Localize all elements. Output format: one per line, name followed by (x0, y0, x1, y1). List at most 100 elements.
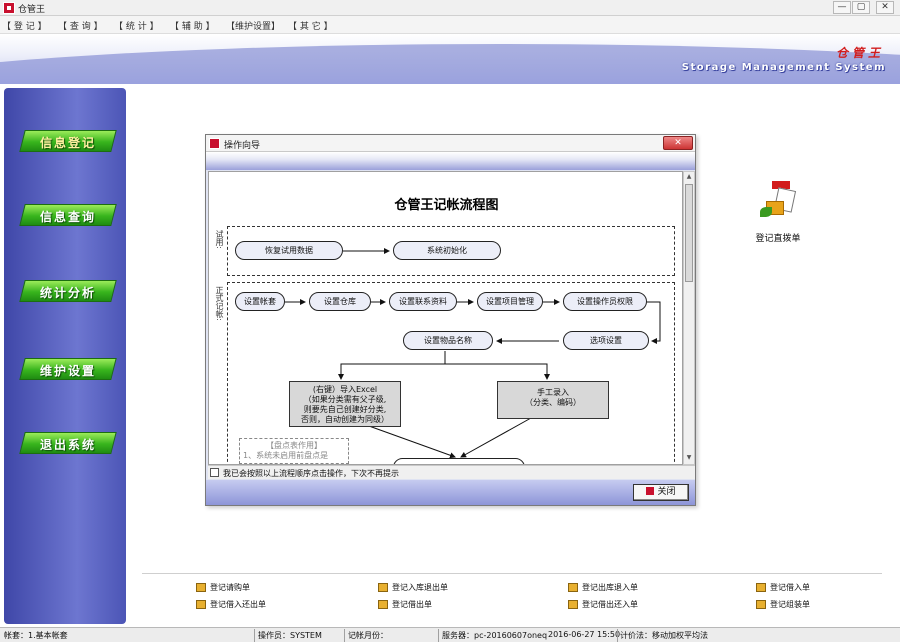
sidebar-item-statistics[interactable]: 统计分析 (19, 280, 117, 304)
quick-link-label: 登记入库退出单 (392, 583, 448, 592)
note-line: 【盘点表作用】 (266, 441, 322, 450)
brand-name-en: Storage Management System (681, 62, 886, 73)
form-icon (756, 600, 766, 609)
node-set-contacts[interactable]: 设置联系资料 (389, 292, 457, 311)
quick-link-label: 登记组装单 (770, 600, 810, 609)
dont-show-again-checkbox[interactable] (210, 468, 219, 477)
window-title: 仓管王 (18, 5, 46, 15)
connector-arrow (338, 351, 446, 380)
scroll-up-icon[interactable]: ▲ (686, 173, 692, 180)
status-operator: 操作员：SYSTEM (258, 631, 322, 640)
status-server: 服务器：pc-20160607oneq (442, 631, 548, 640)
node-restore-trial[interactable]: 恢复试用数据 (235, 241, 343, 260)
red-tag-shape (772, 181, 790, 189)
quick-link-label: 登记借入还出单 (210, 600, 266, 609)
direct-allocation-icon (758, 181, 798, 223)
form-icon (378, 583, 388, 592)
node-next-partial (393, 458, 525, 464)
note-line: 1、系统未启用前盘点是 (243, 451, 329, 460)
status-datetime: 2016-06-27 15:50 (548, 630, 621, 639)
menu-maintenance[interactable]: 【维护设置】 (226, 22, 281, 32)
connector-arrow (368, 425, 456, 459)
trial-section (227, 226, 675, 276)
menu-assist[interactable]: 【 辅 助 】 (170, 22, 215, 32)
title-bar: 仓管王 — ▢ ✕ (0, 0, 900, 16)
shortcut-label: 登记直拨单 (755, 234, 801, 244)
dialog-close-button[interactable]: 关闭 (633, 484, 689, 501)
quick-link-assembly[interactable]: 登记组装单 (756, 599, 810, 610)
sidebar-item-register[interactable]: 信息登记 (19, 130, 117, 154)
node-set-goods[interactable]: 设置物品名称 (403, 331, 493, 350)
form-icon (196, 583, 206, 592)
sidebar-item-label: 维护设置 (39, 364, 96, 378)
flowchart-title: 仓管王记帐流程图 (394, 198, 499, 213)
quick-link-inbound-return[interactable]: 登记入库退出单 (378, 582, 448, 593)
quick-link-purchase-request[interactable]: 登记请购单 (196, 582, 250, 593)
node-set-account[interactable]: 设置帐套 (235, 292, 285, 311)
status-account: 帐套：1.基本帐套 (4, 631, 68, 640)
quick-link-borrow-in-return[interactable]: 登记借入还出单 (196, 599, 266, 610)
close-button[interactable]: ✕ (876, 1, 894, 14)
doc-line: (右键）导入Excel (312, 385, 378, 394)
quick-link-lend-out[interactable]: 登记借出单 (378, 599, 432, 610)
status-period: 记帐月份： (348, 631, 388, 640)
doc-line: （分类、编码） (525, 398, 581, 407)
dialog-title: 操作向导 (224, 141, 261, 151)
scroll-thumb[interactable] (685, 184, 693, 282)
brand-name-cn: 仓管王 (835, 46, 884, 60)
node-set-warehouse[interactable]: 设置仓库 (309, 292, 371, 311)
sidebar-item-label: 退出系统 (39, 438, 96, 452)
menu-register[interactable]: 【 登 记 】 (2, 22, 47, 32)
status-separator (438, 629, 439, 642)
menu-other[interactable]: 【 其 它 】 (288, 22, 333, 32)
doc-manual-entry[interactable]: 手工录入 （分类、编码） (497, 381, 609, 419)
dialog-header-strip (206, 152, 695, 170)
node-set-permissions[interactable]: 设置操作员权限 (563, 292, 647, 311)
quick-link-label: 登记出库退入单 (582, 583, 638, 592)
quick-link-label: 登记借入单 (770, 583, 810, 592)
operation-wizard-dialog: 操作向导 ✕ 仓管王记帐流程图 (205, 134, 696, 506)
connector-arrow (460, 417, 532, 458)
sidebar-item-maintenance[interactable]: 维护设置 (19, 358, 117, 382)
close-icon (646, 487, 655, 495)
app-icon (209, 138, 220, 149)
sidebar-item-label: 统计分析 (39, 286, 96, 300)
quick-link-lend-out-return[interactable]: 登记借出还入单 (568, 599, 638, 610)
formal-section (227, 282, 675, 464)
doc-import-excel[interactable]: (右键）导入Excel （如果分类需有父子级, 则要先自己创建好分类, 否则，自… (289, 381, 401, 427)
scroll-down-icon[interactable]: ▼ (686, 454, 692, 461)
form-icon (568, 583, 578, 592)
status-separator (344, 629, 345, 642)
dont-show-again-row: 我已会按照以上流程顺序点击操作，下次不再提示 (208, 465, 695, 479)
quick-link-label: 登记请购单 (210, 583, 250, 592)
sidebar-item-exit[interactable]: 退出系统 (19, 432, 117, 456)
dont-show-again-label[interactable]: 我已会按照以上流程顺序点击操作，下次不再提示 (223, 469, 399, 478)
flowchart-scrollbar[interactable]: ▲ ▼ (683, 171, 695, 465)
sidebar-item-label: 信息查询 (39, 210, 96, 224)
maximize-button[interactable]: ▢ (852, 1, 870, 14)
close-button-label: 关闭 (657, 487, 676, 497)
app-icon (3, 2, 15, 14)
node-system-init[interactable]: 系统初始化 (393, 241, 501, 260)
form-icon (756, 583, 766, 592)
node-set-items[interactable]: 设置项目管理 (477, 292, 543, 311)
dialog-close-x-button[interactable]: ✕ (663, 136, 693, 150)
form-icon (378, 600, 388, 609)
menu-query[interactable]: 【 查 询 】 (58, 22, 103, 32)
minimize-button[interactable]: — (833, 1, 851, 14)
menu-bar: 【 登 记 】 【 查 询 】 【 统 计 】 【 辅 助 】 【维护设置】 【… (0, 16, 900, 34)
status-pricing: 计价法：移动加权平均法 (620, 631, 708, 640)
direct-allocation-shortcut[interactable]: 登记直拨单 (748, 181, 808, 245)
connector-arrow (445, 363, 550, 380)
quick-link-borrow-in[interactable]: 登记借入单 (756, 582, 810, 593)
quick-links-divider (142, 573, 882, 574)
quick-link-outbound-return[interactable]: 登记出库退入单 (568, 582, 638, 593)
status-separator (254, 629, 255, 642)
node-options[interactable]: 选项设置 (563, 331, 649, 350)
inventory-note: 【盘点表作用】 1、系统未启用前盘点是 (239, 438, 349, 464)
menu-statistics[interactable]: 【 统 计 】 (114, 22, 159, 32)
trial-label: 试用: (215, 230, 224, 249)
form-icon (568, 600, 578, 609)
formal-label: 正式记帐: (215, 286, 224, 321)
sidebar-item-query[interactable]: 信息查询 (19, 204, 117, 228)
